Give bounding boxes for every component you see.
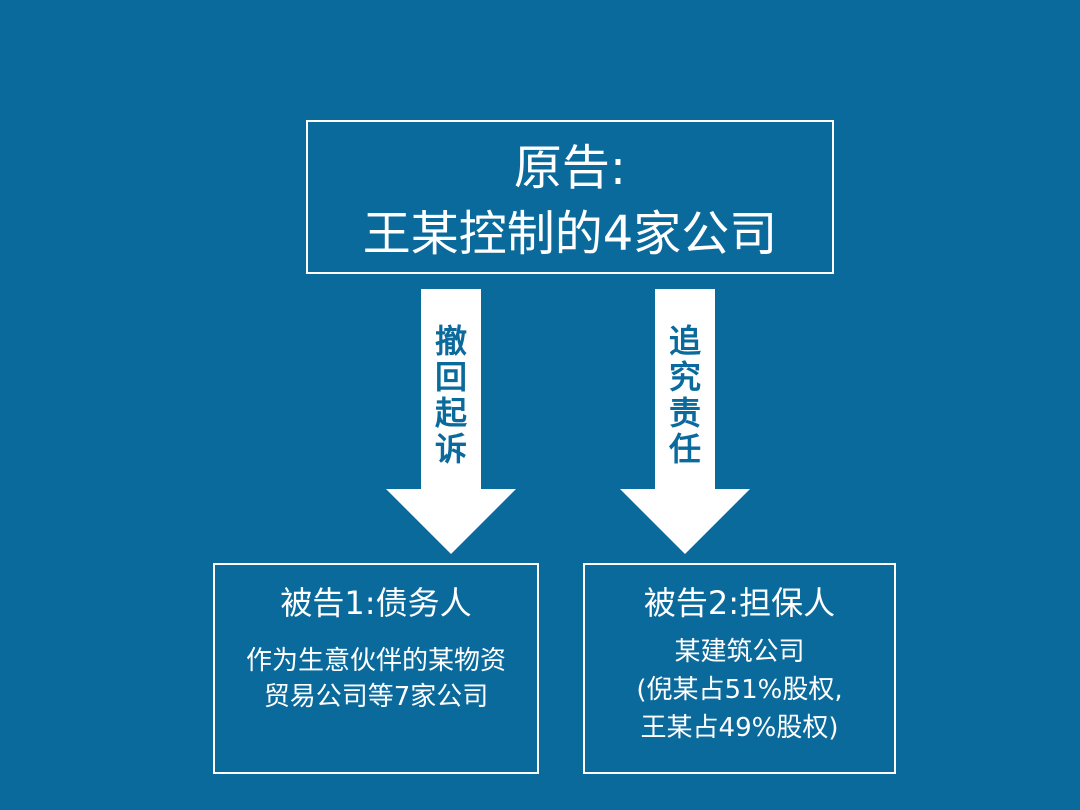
defendant1-title: 被告1:债务人: [280, 584, 472, 622]
down-arrow-icon: [386, 289, 516, 554]
defendant2-title: 被告2:担保人: [643, 584, 836, 622]
defendant1-description: 作为生意伙伴的某物资 贸易公司等7家公司: [219, 643, 533, 715]
pursue-liability-arrow: 追究责任: [620, 289, 750, 554]
plaintiff-description: 王某控制的4家公司: [362, 206, 778, 262]
defendant1-box: 被告1:债务人 作为生意伙伴的某物资 贸易公司等7家公司: [213, 563, 539, 774]
defendant1-line: 作为生意伙伴的某物资: [245, 646, 506, 676]
pursue-liability-label: 追究责任: [668, 322, 701, 468]
defendant1-line: 贸易公司等7家公司: [263, 682, 489, 712]
defendant2-line: 王某占49%股权): [640, 713, 839, 743]
defendant2-line: 某建筑公司: [674, 637, 805, 667]
defendant2-line: (倪某占51%股权,: [636, 675, 843, 705]
withdraw-lawsuit-arrow: 撤回起诉: [386, 289, 516, 554]
plaintiff-box: 原告: 王某控制的4家公司: [306, 120, 834, 274]
withdraw-lawsuit-label: 撤回起诉: [434, 322, 467, 468]
down-arrow-icon: [620, 289, 750, 554]
plaintiff-title: 原告:: [513, 140, 627, 196]
defendant2-box: 被告2:担保人 某建筑公司 (倪某占51%股权, 王某占49%股权): [583, 563, 896, 774]
defendant2-description: 某建筑公司 (倪某占51%股权, 王某占49%股权): [589, 633, 890, 747]
